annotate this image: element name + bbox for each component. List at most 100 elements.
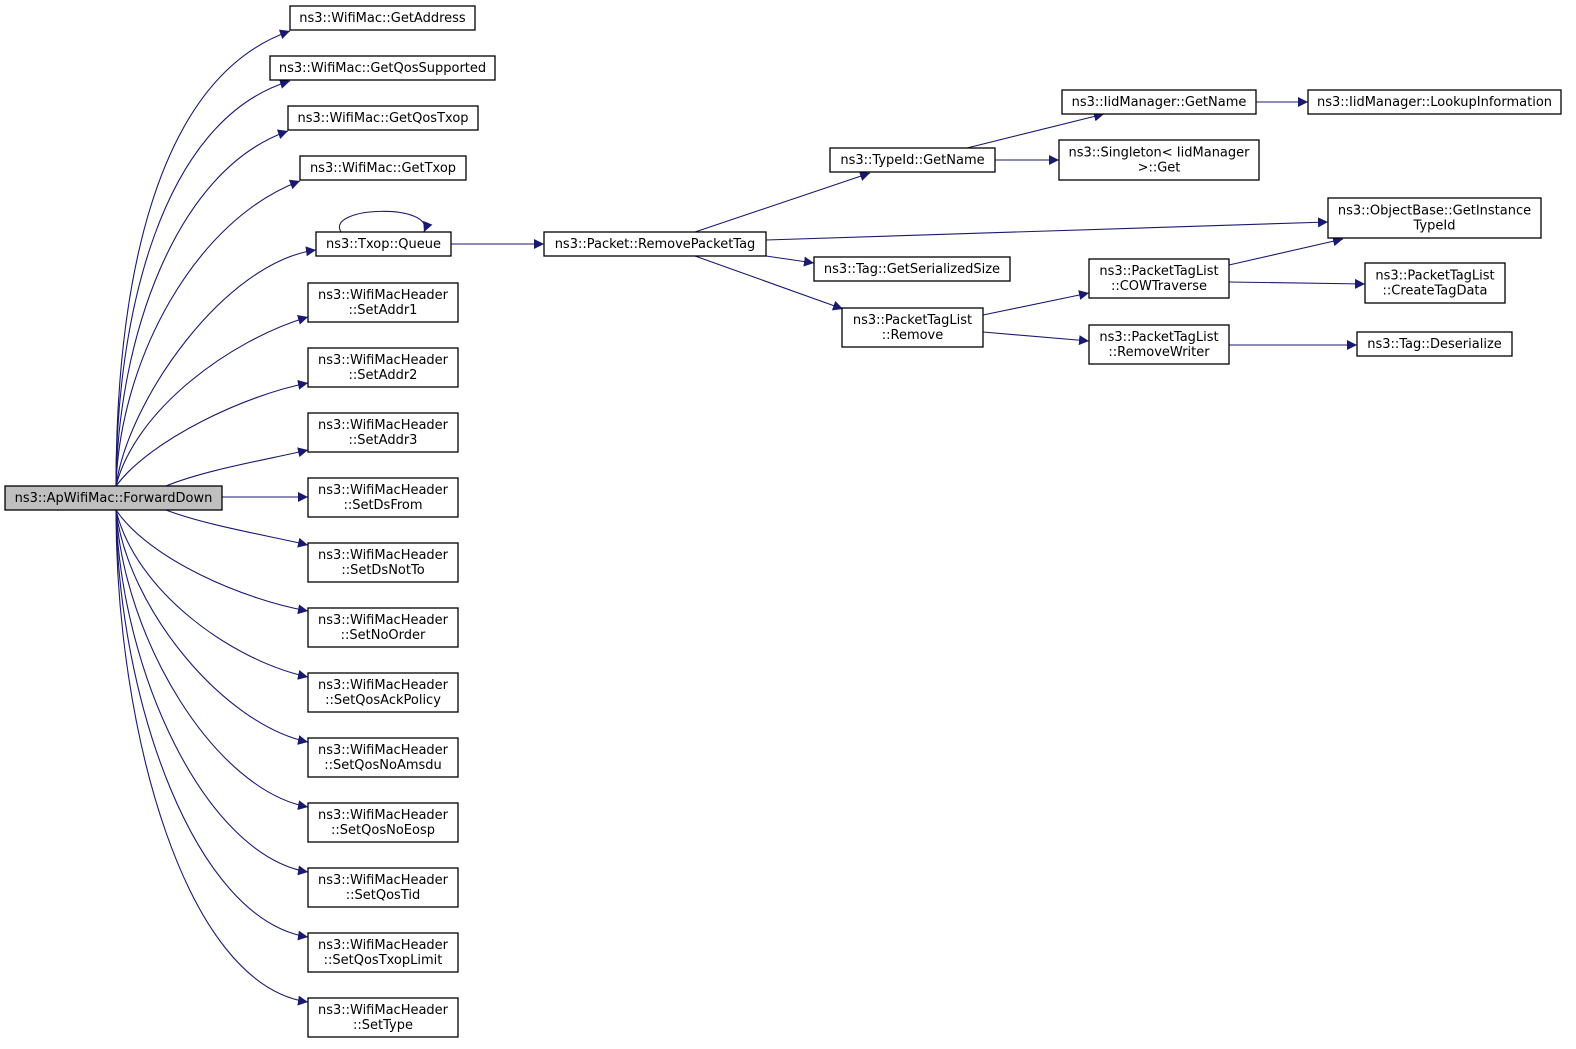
node-box: [1058, 139, 1260, 181]
node-label: ns3::PacketTagList: [1099, 264, 1218, 279]
node-label: ::SetDsFrom: [343, 498, 422, 513]
node-label: ns3::WifiMacHeader: [318, 353, 449, 368]
call-edge-n0-to-n7: [115, 379, 309, 487]
function-node[interactable]: ns3::Packet::RemovePacketTag: [543, 231, 767, 257]
function-node[interactable]: ns3::WifiMacHeader::SetQosTid: [307, 867, 459, 908]
function-node[interactable]: ns3::WifiMacHeader::SetQosAckPolicy: [307, 672, 459, 713]
function-node[interactable]: ns3::WifiMacHeader::SetNoOrder: [307, 607, 459, 648]
function-node[interactable]: ns3::WifiMacHeader::SetAddr2: [307, 347, 459, 388]
node-box: [307, 672, 459, 713]
function-node[interactable]: ns3::WifiMacHeader::SetQosTxopLimit: [307, 932, 459, 973]
node-label: ns3::WifiMacHeader: [318, 743, 449, 758]
node-label: ns3::WifiMac::GetAddress: [299, 11, 466, 26]
node-box: [307, 477, 459, 518]
call-arrow: [165, 447, 309, 487]
call-arrow: [115, 179, 301, 487]
call-arrow: [115, 509, 309, 745]
call-arrow: [115, 315, 309, 487]
node-label: ns3::WifiMacHeader: [318, 678, 449, 693]
call-arrow: [1228, 278, 1366, 289]
function-node[interactable]: ns3::WifiMacHeader::SetQosNoEosp: [307, 802, 459, 843]
node-box: [1088, 324, 1230, 365]
call-edge-n0-to-n12: [115, 509, 309, 680]
node-label: ns3::WifiMacHeader: [318, 483, 449, 498]
function-node[interactable]: ns3::TypeId::GetName: [829, 147, 996, 173]
call-edge-n0-to-n15: [115, 509, 309, 876]
function-node[interactable]: ns3::WifiMacHeader::SetDsNotTo: [307, 542, 459, 583]
node-label: ::COWTraverse: [1111, 279, 1207, 294]
call-edge-n0-to-n16: [115, 509, 309, 941]
function-node[interactable]: ns3::PacketTagList::Remove: [841, 307, 984, 348]
call-arrow: [115, 246, 317, 487]
call-edge-n24-to-n28: [1228, 278, 1366, 289]
function-node[interactable]: ns3::Txop::Queue: [315, 231, 452, 257]
root-function-node[interactable]: ns3::ApWifiMac::ForwardDown: [4, 485, 223, 511]
call-edge-n0-to-n10: [165, 509, 309, 548]
call-edge-n0-to-n6: [115, 315, 309, 487]
call-edge-n0-to-n2: [115, 79, 291, 487]
function-node[interactable]: ns3::IidManager::LookupInformation: [1307, 89, 1562, 115]
node-box: [307, 997, 459, 1038]
node-label: ::RemoveWriter: [1108, 345, 1210, 360]
node-box: [813, 256, 1011, 282]
node-box: [1061, 89, 1257, 115]
node-box: [287, 105, 479, 131]
node-label: ns3::Tag::Deserialize: [1367, 337, 1502, 352]
node-box: [289, 5, 476, 31]
function-node[interactable]: ns3::PacketTagList::COWTraverse: [1088, 258, 1230, 299]
function-node[interactable]: ns3::WifiMacHeader::SetAddr3: [307, 412, 459, 453]
function-node[interactable]: ns3::PacketTagList::CreateTagData: [1364, 262, 1506, 304]
function-node[interactable]: ns3::WifiMacHeader::SetType: [307, 997, 459, 1038]
function-node[interactable]: ns3::Singleton< IidManager >::Get: [1058, 139, 1260, 181]
node-box: [1364, 262, 1506, 304]
node-label: ::SetAddr3: [349, 433, 418, 448]
call-edge-n18-to-n20: [765, 255, 815, 267]
node-box: [1356, 331, 1513, 357]
node-box: [307, 737, 459, 778]
call-edge-n21-to-n25: [982, 331, 1090, 346]
function-node[interactable]: ns3::IidManager::GetName: [1061, 89, 1257, 115]
call-edge-n18-to-n19: [694, 171, 871, 233]
function-node[interactable]: ns3::WifiMacHeader::SetAddr1: [307, 282, 459, 323]
call-arrow: [982, 331, 1090, 346]
node-box: [307, 412, 459, 453]
call-arrow: [115, 29, 291, 487]
function-node[interactable]: ns3::WifiMac::GetTxop: [299, 155, 467, 181]
node-label: ::SetNoOrder: [341, 628, 426, 643]
function-node[interactable]: ns3::Tag::Deserialize: [1356, 331, 1513, 357]
node-label: ns3::WifiMacHeader: [318, 548, 449, 563]
call-arrow: [338, 210, 433, 233]
call-arrow: [115, 509, 309, 615]
node-layer: ns3::ApWifiMac::ForwardDown ns3::WifiMac:…: [4, 5, 1562, 1038]
function-node[interactable]: ns3::WifiMac::GetQosTxop: [287, 105, 479, 131]
function-node[interactable]: ns3::PacketTagList::RemoveWriter: [1088, 324, 1230, 365]
node-label: ::SetType: [353, 1018, 413, 1033]
node-box: [307, 347, 459, 388]
node-label: ns3::IidManager::GetName: [1072, 95, 1247, 110]
node-label: ::SetAddr2: [349, 368, 418, 383]
node-label: ns3::PacketTagList: [1099, 330, 1218, 345]
node-label: ns3::ApWifiMac::ForwardDown: [15, 491, 213, 506]
call-arrow: [115, 129, 289, 487]
node-label: >::Get: [1138, 161, 1181, 176]
call-arrow: [115, 379, 309, 487]
call-edge-n24-to-n27: [1228, 236, 1344, 266]
function-node[interactable]: ns3::WifiMacHeader::SetDsFrom: [307, 477, 459, 518]
function-node[interactable]: ns3::Tag::GetSerializedSize: [813, 256, 1011, 282]
node-box: [1327, 197, 1542, 239]
call-arrow: [115, 509, 309, 876]
function-node[interactable]: ns3::WifiMac::GetQosSupported: [269, 55, 496, 81]
call-edge-n0-to-n13: [115, 509, 309, 745]
node-label: ns3::WifiMacHeader: [318, 873, 449, 888]
node-label: ns3::PacketTagList: [1375, 269, 1494, 284]
node-label: ::SetQosNoEosp: [331, 823, 435, 838]
function-node[interactable]: ns3::WifiMacHeader::SetQosNoAmsdu: [307, 737, 459, 778]
node-label: ns3::WifiMac::GetTxop: [310, 161, 456, 176]
node-box: [841, 307, 984, 348]
function-node[interactable]: ns3::WifiMac::GetAddress: [289, 5, 476, 31]
call-edge-n0-to-n8: [165, 447, 309, 487]
node-box: [307, 867, 459, 908]
node-label: TypeId: [1413, 219, 1456, 234]
